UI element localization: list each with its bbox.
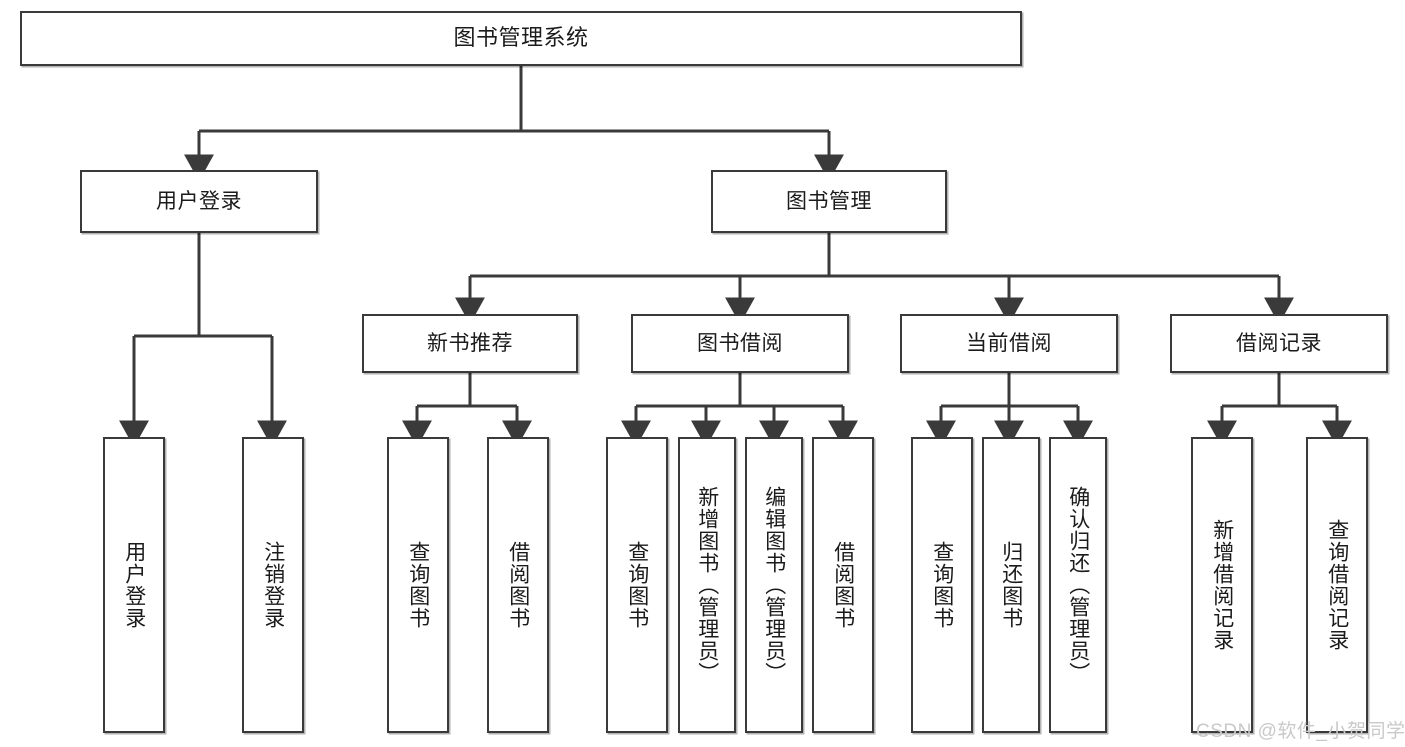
- leaf-query-book-2-label: 查询图书: [625, 541, 649, 629]
- leaf-user-logout-label: 注销登录: [261, 541, 285, 629]
- leaf-borrow-book-1[interactable]: 借阅图书: [487, 437, 549, 733]
- leaf-borrow-book-1-label: 借阅图书: [506, 541, 530, 629]
- leaf-edit-book[interactable]: 编辑图书（管理员）: [745, 437, 803, 733]
- leaf-return-book[interactable]: 归还图书: [982, 437, 1040, 733]
- leaf-user-login[interactable]: 用户登录: [103, 437, 165, 733]
- leaf-user-logout[interactable]: 注销登录: [242, 437, 304, 733]
- node-book-manage[interactable]: 图书管理: [711, 170, 947, 233]
- leaf-query-book-3-label: 查询图书: [930, 541, 954, 629]
- leaf-query-book-1[interactable]: 查询图书: [387, 437, 449, 733]
- leaf-query-book-1-label: 查询图书: [406, 541, 430, 629]
- leaf-return-book-label: 归还图书: [999, 541, 1023, 629]
- node-current-borrow-label: 当前借阅: [966, 331, 1052, 355]
- leaf-confirm-return[interactable]: 确认归还（管理员）: [1049, 437, 1107, 733]
- node-borrow-record-label: 借阅记录: [1236, 331, 1322, 355]
- node-book-manage-label: 图书管理: [786, 189, 872, 213]
- node-user-login-label: 用户登录: [156, 189, 242, 213]
- leaf-query-book-2[interactable]: 查询图书: [606, 437, 668, 733]
- leaf-edit-book-label: 编辑图书（管理员）: [762, 486, 786, 684]
- csdn-watermark: CSDN @软件_小贺同学: [1196, 721, 1405, 742]
- leaf-add-book-label: 新增图书（管理员）: [695, 486, 719, 684]
- node-new-book-rec-label: 新书推荐: [427, 331, 513, 355]
- leaf-user-login-label: 用户登录: [122, 541, 146, 629]
- node-new-book-rec[interactable]: 新书推荐: [362, 314, 578, 373]
- node-user-login[interactable]: 用户登录: [80, 170, 318, 233]
- leaf-add-record-label: 新增借阅记录: [1210, 519, 1234, 651]
- node-root[interactable]: 图书管理系统: [20, 11, 1022, 66]
- leaf-add-record[interactable]: 新增借阅记录: [1191, 437, 1253, 733]
- leaf-borrow-book-2[interactable]: 借阅图书: [812, 437, 874, 733]
- leaf-add-book[interactable]: 新增图书（管理员）: [678, 437, 736, 733]
- node-book-borrow[interactable]: 图书借阅: [631, 314, 849, 373]
- node-root-label: 图书管理系统: [453, 25, 589, 51]
- leaf-query-book-3[interactable]: 查询图书: [911, 437, 973, 733]
- leaf-confirm-return-label: 确认归还（管理员）: [1066, 486, 1090, 684]
- node-book-borrow-label: 图书借阅: [697, 331, 783, 355]
- leaf-query-record[interactable]: 查询借阅记录: [1306, 437, 1368, 733]
- node-borrow-record[interactable]: 借阅记录: [1170, 314, 1388, 373]
- node-current-borrow[interactable]: 当前借阅: [900, 314, 1118, 373]
- leaf-query-record-label: 查询借阅记录: [1325, 519, 1349, 651]
- leaf-borrow-book-2-label: 借阅图书: [831, 541, 855, 629]
